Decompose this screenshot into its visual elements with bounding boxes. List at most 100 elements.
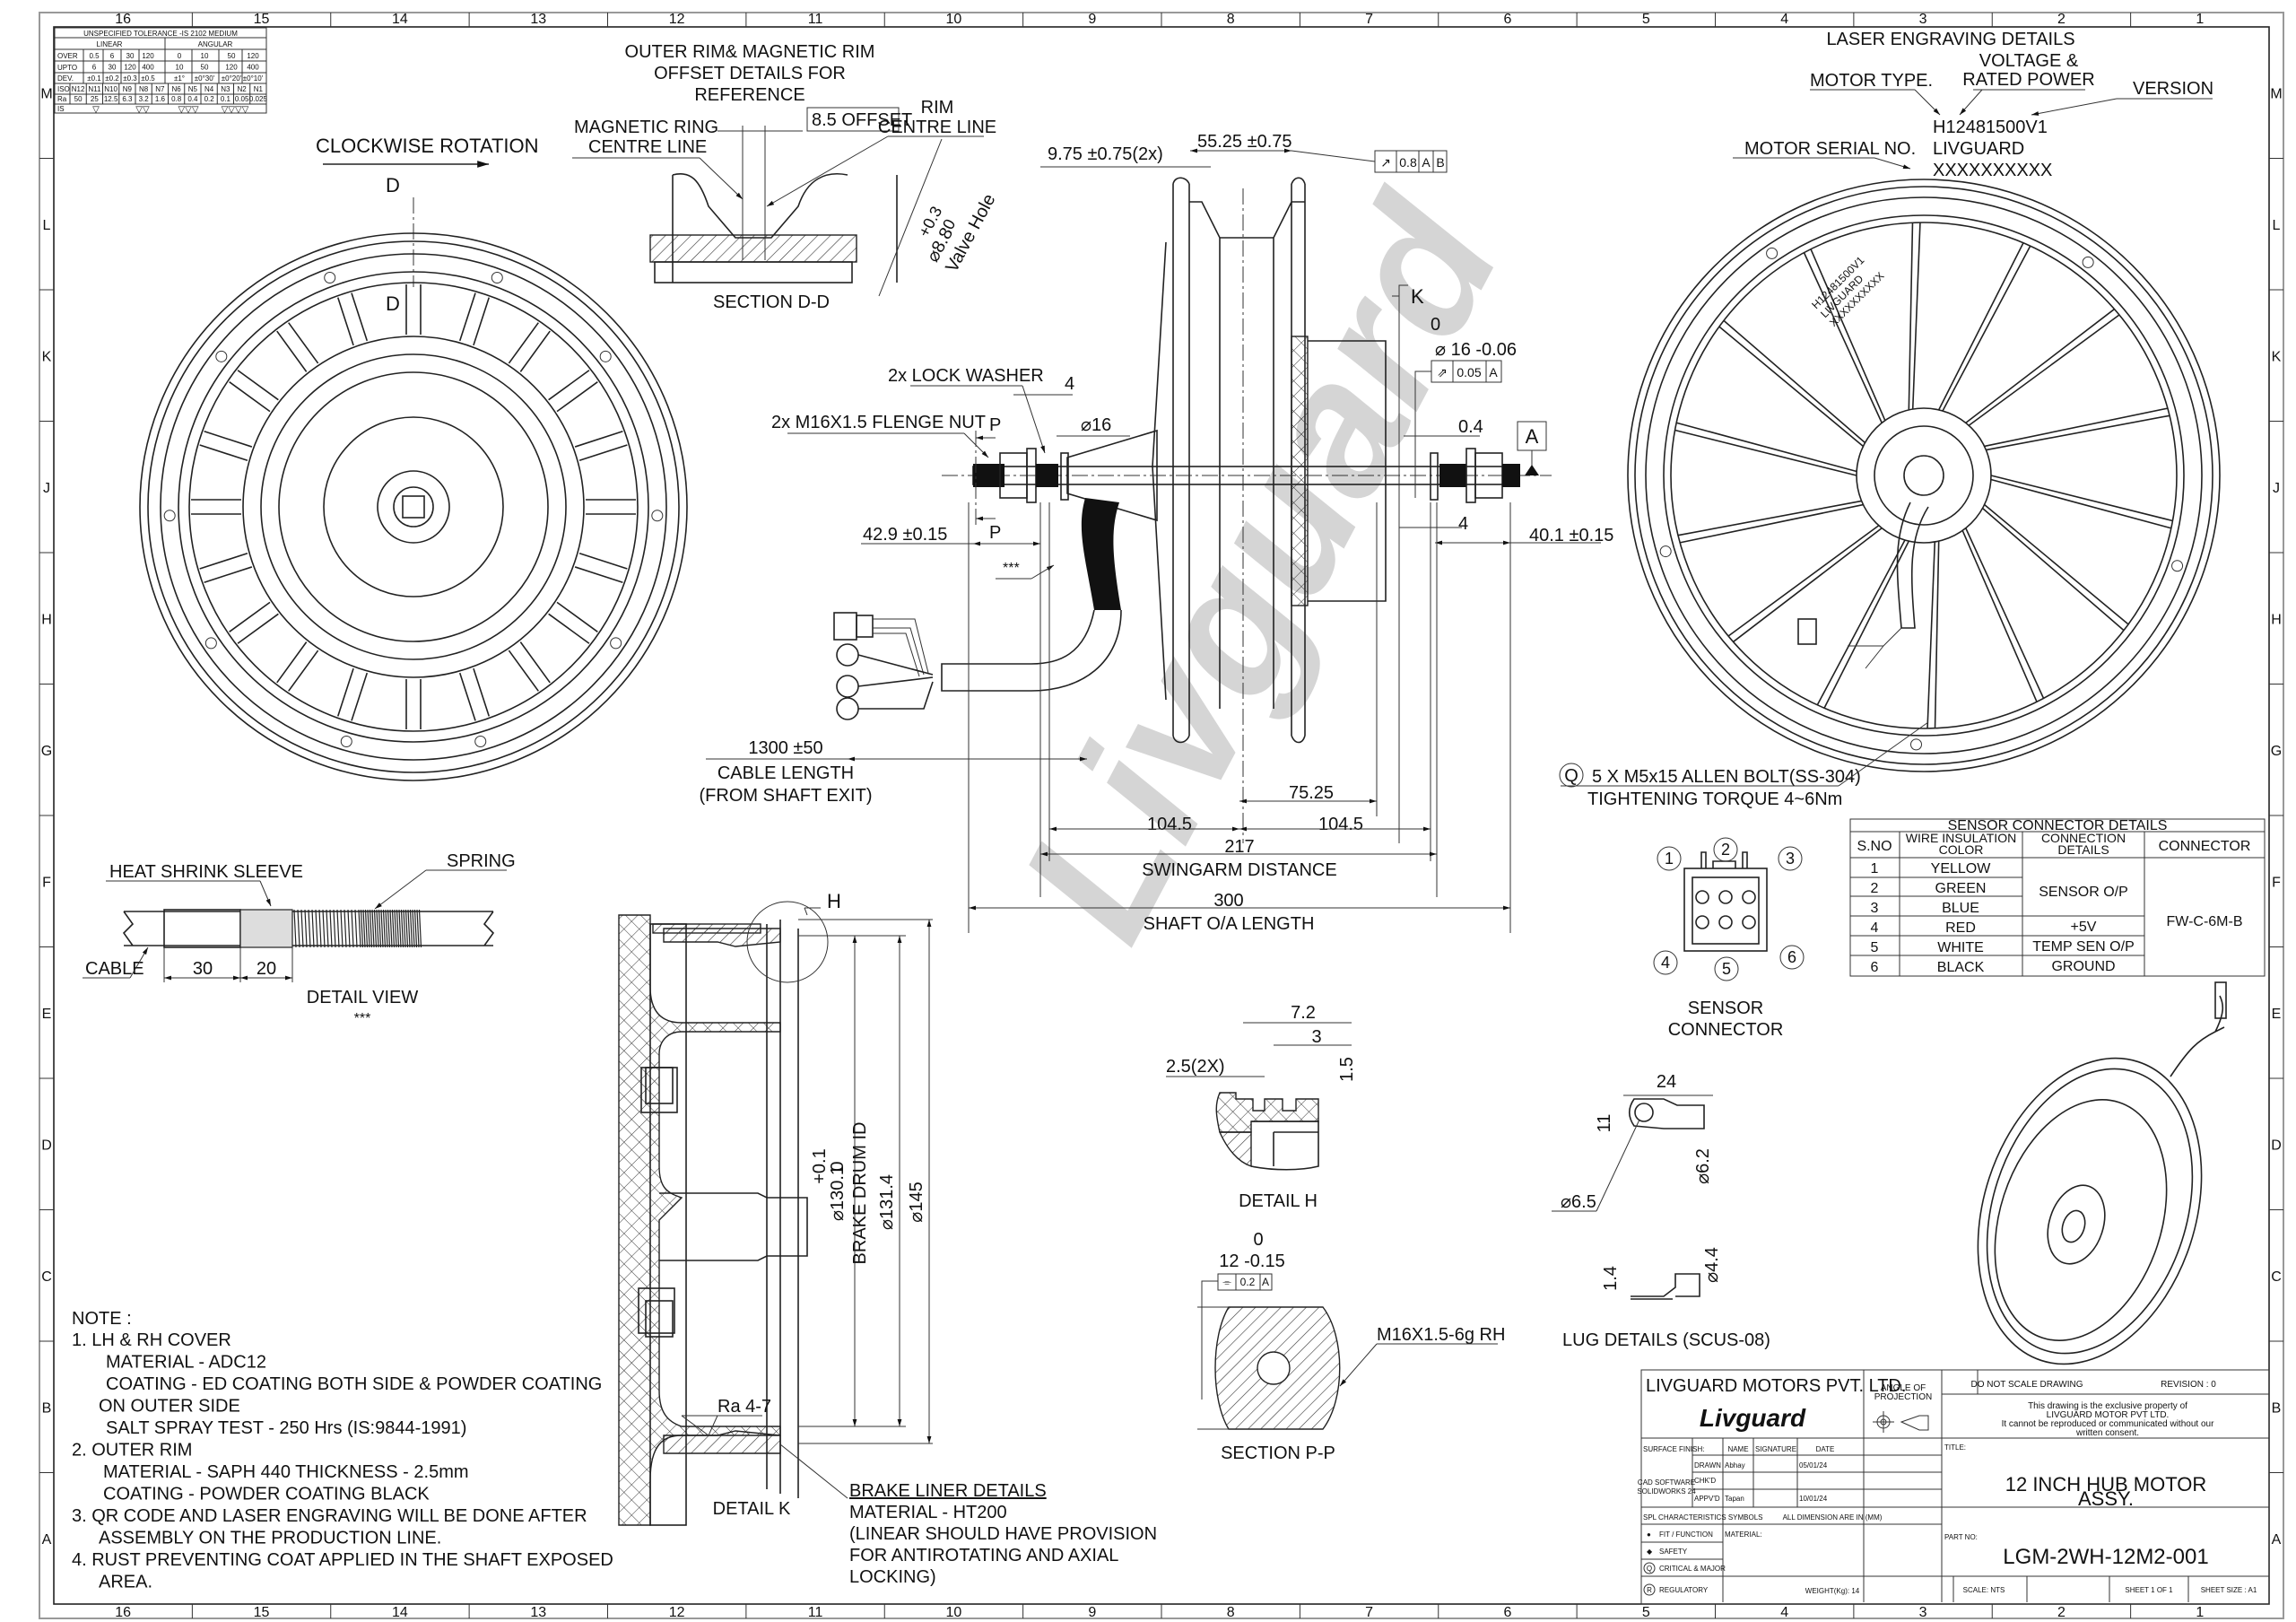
dim-3: 3: [1311, 1027, 1321, 1047]
iso-grade-cell: N2: [238, 85, 248, 93]
ra-value-cell: 3.2: [139, 95, 150, 103]
dim-7-2: 7.2: [1291, 1003, 1316, 1023]
note-line: ON OUTER SIDE: [99, 1397, 240, 1417]
iso-grade-cell: N4: [204, 85, 214, 93]
tolerance-upto-cell: 10: [176, 64, 184, 72]
total-runout-symbol-icon: ⇗: [1437, 365, 1448, 379]
sensor-row-color: WHITE: [1937, 940, 1984, 955]
cable-label: CABLE: [85, 959, 144, 979]
lug-dim-24: 24: [1657, 1072, 1676, 1092]
dim-flange-width: 9.75 ±0.75(2x): [1048, 144, 1163, 164]
iso-grade-cell: N8: [139, 85, 149, 93]
sensor-row-sno: 3: [1871, 901, 1879, 916]
column-label: 1: [2196, 12, 2204, 27]
front-view-wheel: CLOCKWISE ROTATION D D: [139, 135, 688, 781]
row-label: M: [40, 86, 52, 101]
pp-tol-upper: 0: [1253, 1230, 1263, 1250]
dim-1-5: 1.5: [1337, 1057, 1357, 1082]
column-label: 10: [946, 12, 962, 27]
material-label: MATERIAL:: [1725, 1530, 1762, 1539]
cable-detail-marker: ***: [1003, 561, 1020, 576]
tolerance-over-cell: 0: [178, 52, 182, 60]
property-notice-2: LIVGUARD MOTOR PVT LTD.: [2047, 1410, 2170, 1420]
sensor-header-color: WIRE INSULATION COLOR: [1905, 833, 2017, 857]
ra-value-cell: 0.025: [249, 95, 268, 103]
connection-temp: TEMP SEN O/P: [2032, 939, 2135, 955]
lug-dim-1-4: 1.4: [1601, 1266, 1621, 1291]
brake-liner-line-1: MATERIAL - HT200: [849, 1503, 1007, 1522]
engraving-line-1: H12481500V1: [1933, 118, 2048, 137]
is-symbol-1: ▽: [92, 105, 100, 115]
column-label: 6: [1503, 1605, 1511, 1620]
magnetic-ring-label-1: MAGNETIC RING: [574, 118, 718, 137]
row-label: D: [41, 1138, 52, 1153]
iso-grade-cell: N1: [254, 85, 264, 93]
ra-label: Ra: [57, 95, 67, 103]
column-label: 7: [1365, 12, 1373, 27]
column-label: 15: [254, 1605, 270, 1620]
upto-label: UPTO: [57, 64, 77, 72]
lock-washer-label: 2x LOCK WASHER: [888, 366, 1044, 386]
column-label: 8: [1227, 12, 1235, 27]
name-header: NAME: [1727, 1445, 1748, 1453]
row-label: L: [43, 218, 51, 233]
iso-grade-cell: N11: [88, 85, 101, 93]
runout-datum-a: A: [1422, 155, 1431, 170]
tolerance-over-cell: 120: [142, 52, 154, 60]
row-label: F: [2272, 875, 2281, 890]
iso-label: ISO: [57, 85, 70, 93]
signature-header: SIGNATURE: [1755, 1445, 1796, 1453]
drawn-date: 05/01/24: [1799, 1461, 1828, 1469]
spl-symbols-label: SPL CHARACTERISTICS SYMBOLS: [1643, 1513, 1763, 1522]
iso-grade-cell: N9: [123, 85, 133, 93]
detail-h-caption: DETAIL H: [1239, 1191, 1318, 1211]
runout-value: 0.8: [1399, 155, 1417, 170]
surface-finish-label: SURFACE FINISH:: [1643, 1445, 1704, 1453]
tolerance-title: UNSPECIFIED TOLERANCE -IS 2102 MEDIUM: [83, 30, 238, 38]
detail-h-marker: H: [827, 890, 841, 912]
column-label: 2: [2057, 12, 2066, 27]
note-line: ASSEMBLY ON THE PRODUCTION LINE.: [99, 1529, 441, 1548]
is-label: IS: [57, 105, 65, 113]
pin-label-6: 6: [1787, 948, 1796, 966]
engraving-line-3: XXXXXXXXXX: [1933, 161, 2052, 180]
tolerance-dev-cell: ±1°: [174, 74, 185, 83]
brake-liner-line-4: LOCKING): [849, 1567, 936, 1587]
ra-value-cell: 0.4: [187, 95, 198, 103]
tolerance-over-cell: 6: [110, 52, 115, 60]
revision: REVISION : 0: [2161, 1380, 2216, 1390]
cad-label-2: SOLIDWORKS 24: [1637, 1487, 1696, 1496]
is-symbol-3: ▽▽▽: [178, 105, 198, 115]
ra-value-cell: 0.2: [204, 95, 215, 103]
shaft-diameter: ⌀ 16 -0.06: [1435, 340, 1517, 360]
lug-dim-6-2: ⌀6.2: [1693, 1148, 1713, 1184]
row-label: K: [42, 349, 52, 364]
row-label: H: [2271, 612, 2282, 627]
symbol-regulatory-label: REGULATORY: [1659, 1586, 1709, 1594]
symbol-critical-mark: Q: [1647, 1565, 1652, 1573]
row-label: G: [2271, 744, 2282, 759]
row-label: C: [41, 1269, 52, 1285]
tolerance-upto-cell: 400: [142, 64, 154, 72]
dim-300: 300: [1213, 891, 1243, 911]
tolerance-dev-cell: ±0.3: [123, 74, 137, 83]
property-notice-1: This drawing is the exclusive property o…: [2028, 1401, 2187, 1411]
bolt-critical-symbol: Q: [1564, 766, 1578, 786]
angular-label: ANGULAR: [198, 40, 233, 48]
iso-grade-cell: N12: [72, 85, 85, 93]
tolerance-dev-cell: ±0°10': [243, 74, 264, 83]
row-label: M: [2270, 86, 2282, 101]
dim-gap: 0.4: [1458, 417, 1483, 437]
row-label: A: [42, 1532, 52, 1548]
pin-label-5: 5: [1722, 960, 1731, 978]
title-label: TITLE:: [1944, 1443, 1966, 1452]
row-label: F: [42, 875, 51, 890]
ra-value-cell: 50: [74, 95, 83, 103]
column-label: 5: [1642, 12, 1650, 27]
engraving-line-2: LIVGUARD: [1933, 139, 2024, 159]
dim-left-shaft: 42.9 ±0.15: [863, 525, 947, 545]
third-angle-projection-icon: [1873, 1411, 1929, 1433]
